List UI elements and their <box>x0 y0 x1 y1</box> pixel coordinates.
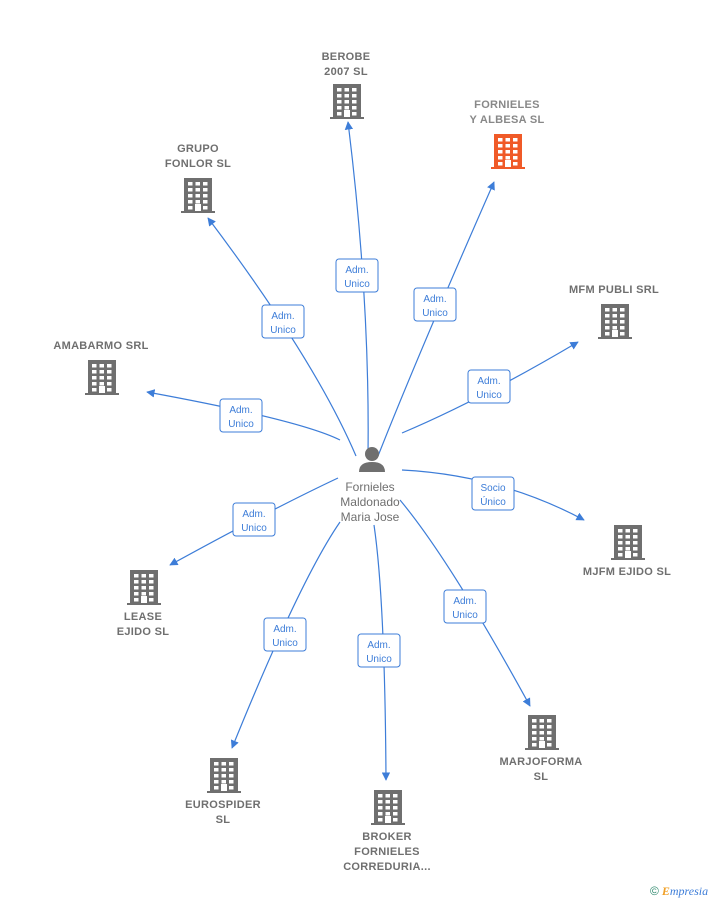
nodes-layer: BEROBE 2007 SL FORNIELES Y ALBESA SL GRUPO FO… <box>53 51 671 873</box>
edge-label-eurospider[interactable]: Adm. Unico <box>263 617 307 652</box>
company-node-marjoforma[interactable]: MARJOFORMA SL <box>499 715 582 783</box>
edge-label-lease-ejido[interactable]: Adm. Unico <box>232 502 276 537</box>
edge-label-text: Unico <box>452 610 478 621</box>
edge-label-text: Unico <box>366 654 392 665</box>
building-icon <box>371 790 405 825</box>
edge-label-text: Unico <box>422 308 448 319</box>
person-name: Maria Jose <box>341 510 400 524</box>
edge-label-text: Adm. <box>273 624 296 635</box>
edge-label-text: Unico <box>228 419 254 430</box>
person-name: Fornieles <box>345 480 394 494</box>
company-name: Y ALBESA SL <box>469 114 544 126</box>
company-name: GRUPO <box>177 143 219 155</box>
edge-label-text: Unico <box>270 325 296 336</box>
company-node-mfm-publi[interactable]: MFM PUBLI SRL <box>569 284 659 339</box>
person-icon <box>359 447 385 472</box>
edge-label-text: Adm. <box>423 294 446 305</box>
edge-label-text: Unico <box>272 638 298 649</box>
edge-marjoforma <box>399 499 531 707</box>
edge-grupo-fonlor <box>207 217 357 457</box>
edge-label-berobe[interactable]: Adm. Unico <box>335 258 379 293</box>
building-icon <box>525 715 559 750</box>
building-icon <box>611 525 645 560</box>
company-node-lease-ejido[interactable]: LEASE EJIDO SL <box>117 570 170 638</box>
building-icon <box>85 360 119 395</box>
brand-name: mpresia <box>669 884 709 898</box>
brand-first-letter: E <box>661 884 670 898</box>
company-name: AMABARMO SRL <box>53 340 148 352</box>
company-name: LEASE <box>124 611 162 623</box>
building-icon <box>207 758 241 793</box>
company-name: BROKER <box>362 831 411 843</box>
edge-label-broker[interactable]: Adm. Unico <box>357 633 401 668</box>
edge-label-text: Adm. <box>271 311 294 322</box>
edge-label-text: Adm. <box>477 376 500 387</box>
company-name: MJFM EJIDO SL <box>583 566 671 578</box>
edge-label-marjoforma[interactable]: Adm. Unico <box>443 589 487 624</box>
company-node-amabarmo[interactable]: AMABARMO SRL <box>53 340 148 395</box>
edge-label-text: Unico <box>241 523 267 534</box>
company-name: EUROSPIDER <box>185 799 261 811</box>
edge-label-text: Único <box>480 495 506 508</box>
edge-label-mfm-publi[interactable]: Adm. Unico <box>467 369 511 404</box>
edge-labels-layer: Adm.UnicoAdm.UnicoAdm.UnicoAdm.UnicoAdm.… <box>219 258 515 668</box>
company-name: SL <box>216 814 231 826</box>
edge-label-text: Adm. <box>367 640 390 651</box>
edge-fornieles-albesa <box>377 181 495 457</box>
edge-berobe <box>344 121 369 456</box>
company-name: 2007 SL <box>324 66 368 78</box>
company-name: FONLOR SL <box>165 158 231 170</box>
edge-label-text: Unico <box>344 279 370 290</box>
edge-label-text: Adm. <box>229 405 252 416</box>
copyright-icon: © <box>650 884 659 898</box>
edge-label-text: Adm. <box>345 265 368 276</box>
brand-logo: © Empresia <box>650 884 708 899</box>
company-name: FORNIELES <box>354 846 420 858</box>
building-icon <box>491 134 525 169</box>
edge-label-text: Adm. <box>242 509 265 520</box>
company-name: MFM PUBLI SRL <box>569 284 659 296</box>
building-icon <box>181 178 215 213</box>
edge-label-grupo-fonlor[interactable]: Adm. Unico <box>261 304 305 339</box>
edge-label-fornieles-albesa[interactable]: Adm. Unico <box>413 287 457 322</box>
company-node-eurospider[interactable]: EUROSPIDER SL <box>185 758 261 826</box>
edge-label-amabarmo[interactable]: Adm. Unico <box>219 398 263 433</box>
company-node-berobe[interactable]: BEROBE 2007 SL <box>322 51 371 119</box>
edges-layer <box>146 121 585 781</box>
person-name: Maldonado <box>340 495 400 509</box>
company-node-broker[interactable]: BROKER FORNIELES CORREDURIA... <box>343 790 431 873</box>
company-node-mjfm-ejido[interactable]: MJFM EJIDO SL <box>583 525 671 578</box>
company-name: FORNIELES <box>474 99 540 111</box>
edge-eurospider <box>230 521 341 749</box>
edge-broker <box>373 524 391 781</box>
company-node-grupo-fonlor[interactable]: GRUPO FONLOR SL <box>165 143 231 213</box>
edge-label-text: Adm. <box>453 596 476 607</box>
building-icon <box>127 570 161 605</box>
building-icon <box>330 84 364 119</box>
edge-amabarmo <box>146 389 341 441</box>
edge-label-text: Socio <box>480 483 505 494</box>
company-name: BEROBE <box>322 51 371 63</box>
company-name: CORREDURIA... <box>343 861 431 873</box>
company-name: EJIDO SL <box>117 626 170 638</box>
edge-label-text: Unico <box>476 390 502 401</box>
company-node-fornieles-albesa[interactable]: FORNIELES Y ALBESA SL <box>469 99 544 169</box>
company-name: MARJOFORMA <box>499 756 582 768</box>
building-icon <box>598 304 632 339</box>
company-name: SL <box>534 771 549 783</box>
